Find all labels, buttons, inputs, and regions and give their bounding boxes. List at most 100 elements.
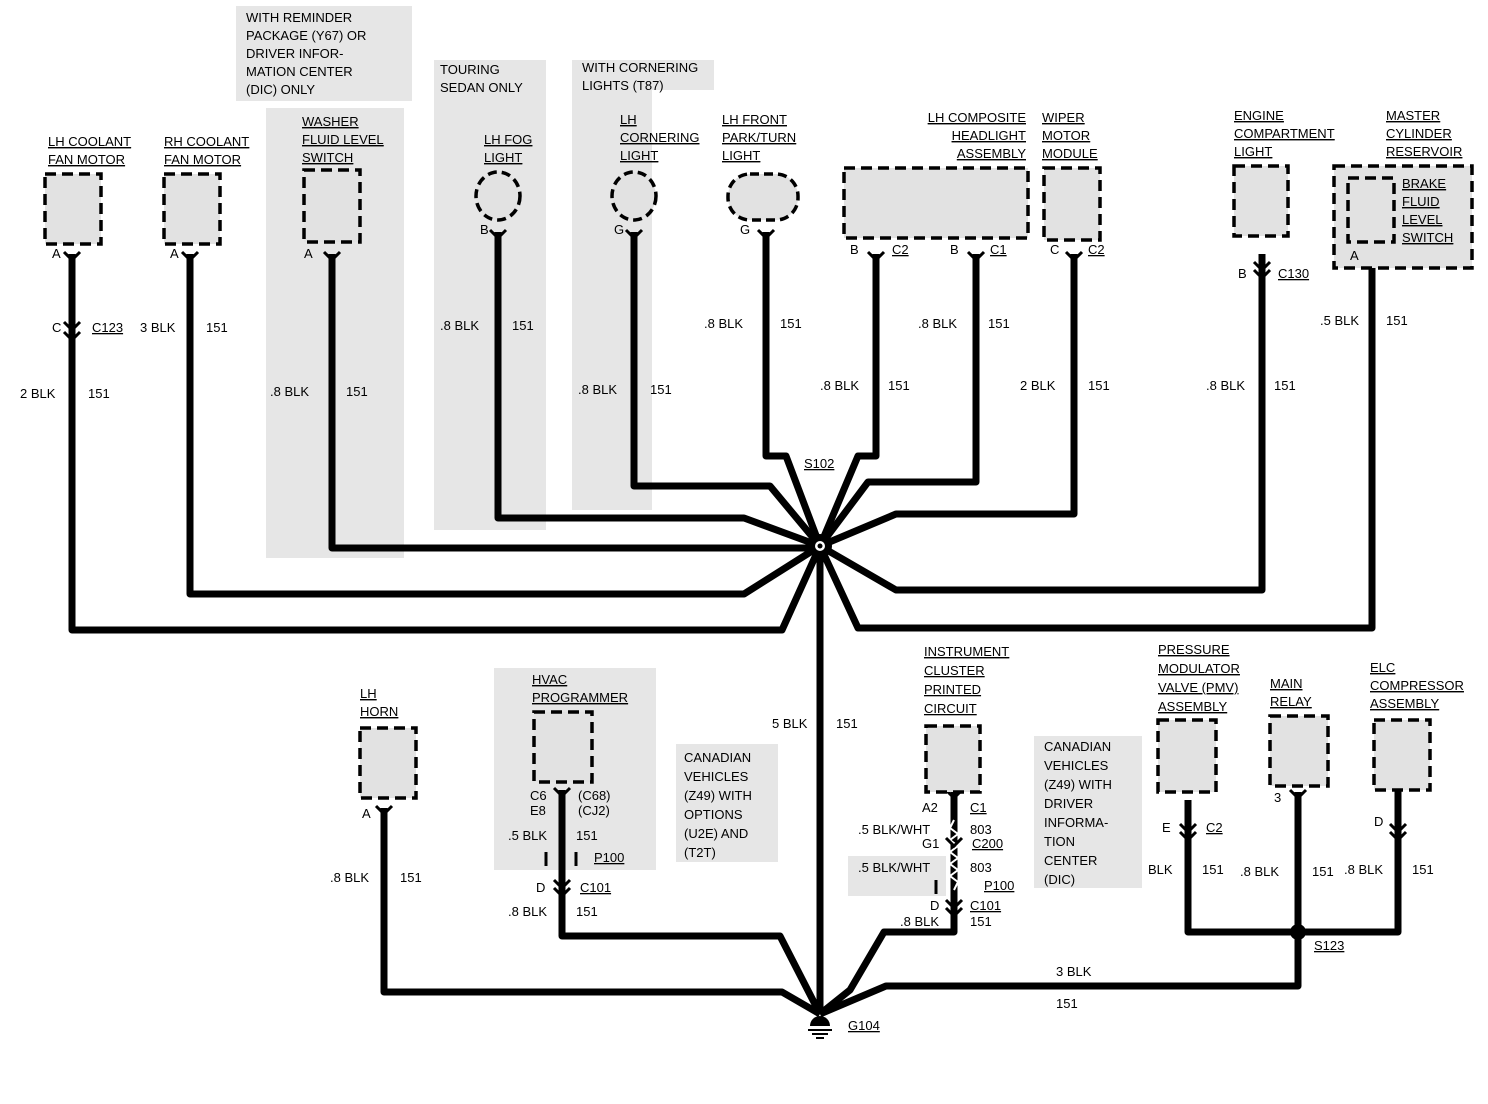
label-s123: S123 [1314, 938, 1344, 953]
brake-switch-box [1346, 176, 1396, 244]
diagram-label: 151 [88, 386, 110, 401]
conn-pmv-c2: C2 [1206, 820, 1223, 835]
diagram-label: 151 [780, 316, 802, 331]
diagram-label: LH [620, 112, 637, 127]
pin-hvac-c6: C6 [530, 788, 547, 803]
conn-p100a: P100 [594, 850, 624, 865]
lh-horn-box [358, 726, 418, 800]
diagram-label: .8 BLK [508, 904, 547, 919]
diagram-label: 803 [970, 860, 992, 875]
diagram-label: COMPARTMENT [1234, 126, 1335, 141]
diagram-label: HEADLIGHT [952, 128, 1026, 143]
pin-wiper: C [1050, 242, 1059, 257]
washer-switch-box [302, 168, 362, 244]
diagram-label: 151 [1088, 378, 1110, 393]
conn-ic-c1: C1 [970, 800, 987, 815]
pin-lh-fan: A [52, 246, 61, 261]
pin-ic-a2: A2 [922, 800, 938, 815]
diagram-label: 151 [512, 318, 534, 333]
diagram-label: SWITCH [302, 150, 353, 165]
diagram-label: PACKAGE (Y67) OR [246, 28, 366, 43]
diagram-label: CORNERING [620, 130, 699, 145]
diagram-label: TOURING [440, 62, 500, 77]
diagram-label: 3 BLK [1056, 964, 1092, 979]
label-s102: S102 [804, 456, 834, 471]
diagram-label: RH COOLANT [164, 134, 249, 149]
diagram-label: .8 BLK [1206, 378, 1245, 393]
diagram-label: FAN MOTOR [164, 152, 241, 167]
wire-s123-to-g104 [818, 932, 1302, 1018]
conn-c101a: C101 [580, 880, 611, 895]
component-outlines [43, 164, 1474, 800]
diagram-label: 151 [970, 914, 992, 929]
diagram-label: VALVE (PMV) [1158, 680, 1238, 695]
wire-headlight-c2 [816, 254, 880, 548]
wire-headlight-c1 [817, 254, 980, 549]
diagram-label: (DIC) ONLY [246, 82, 315, 97]
diagram-label: WASHER [302, 114, 359, 129]
diagram-label: WITH CORNERING [582, 60, 698, 75]
elc-box [1372, 718, 1432, 792]
diagram-label: LH [360, 686, 377, 701]
wire-wiper-module [818, 254, 1078, 550]
diagram-label: SWITCH [1402, 230, 1453, 245]
note-canadian-options: CANADIAN VEHICLES (Z49) WITH OPTIONS (U2… [684, 750, 756, 860]
pin-pmv: E [1162, 820, 1171, 835]
wire-brake-switch [816, 254, 1376, 632]
lh-front-park-light-oval [726, 172, 800, 222]
diagram-label: RESERVOIR [1386, 144, 1462, 159]
diagram-label: LH FOG [484, 132, 532, 147]
diagram-label: 151 [576, 828, 598, 843]
rh-coolant-fan-box [162, 172, 222, 246]
wire-lh-front-park-light [762, 232, 824, 548]
diagram-label: INSTRUMENT [924, 644, 1009, 659]
wire-lh-cornering-light [630, 232, 823, 549]
pin-brake: A [1350, 248, 1359, 263]
diagram-label: 151 [400, 870, 422, 885]
connector-marks [62, 228, 1408, 919]
diagram-label: MOTOR [1042, 128, 1090, 143]
diagram-label: LIGHT [722, 148, 760, 163]
diagram-label: MODULATOR [1158, 661, 1240, 676]
diagram-label: 151 [1202, 862, 1224, 877]
lh-fog-light-oval [474, 170, 522, 222]
pin-hvac-d: D [536, 880, 545, 895]
diagram-label: (U2E) AND [684, 826, 748, 841]
diagram-label: 2 BLK [20, 386, 56, 401]
diagram-label: CYLINDER [1386, 126, 1452, 141]
pin-fog: B [480, 222, 489, 237]
diagram-label: FAN MOTOR [48, 152, 125, 167]
diagram-label: VEHICLES [1044, 758, 1109, 773]
pin-head-b: B [850, 242, 859, 257]
pin-relay: 3 [1274, 790, 1281, 805]
diagram-label: 151 [1056, 996, 1078, 1011]
diagram-label: CLUSTER [924, 663, 985, 678]
diagram-label: .8 BLK [330, 870, 369, 885]
pin-rh-fan: A [170, 246, 179, 261]
note-canadian-dic: CANADIAN VEHICLES (Z49) WITH DRIVER INFO… [1044, 739, 1116, 887]
diagram-label: .5 BLK/WHT [858, 860, 930, 875]
diagram-label: (Z49) WITH [1044, 777, 1112, 792]
diagram-label: LIGHT [1234, 144, 1272, 159]
diagram-label: 151 [206, 320, 228, 335]
pin-c123: C [52, 320, 61, 335]
connector-labels: C123 C2 C1 C2 C130 (C68) (CJ2) P100 C101… [92, 242, 1309, 913]
diagram-label: 151 [1312, 864, 1334, 879]
conn-c68: (C68) [578, 788, 611, 803]
note-cornering-lights: WITH CORNERING LIGHTS (T87) [582, 60, 702, 93]
instrument-box [924, 724, 982, 794]
diagram-label: SEDAN ONLY [440, 80, 523, 95]
diagram-label: 803 [970, 822, 992, 837]
label-rh-coolant-fan: RH COOLANT FAN MOTOR [164, 134, 249, 167]
diagram-label: WITH REMINDER [246, 10, 352, 25]
diagram-label: LIGHTS (T87) [582, 78, 664, 93]
diagram-label: LH FRONT [722, 112, 787, 127]
diagram-label: ELC [1370, 660, 1395, 675]
